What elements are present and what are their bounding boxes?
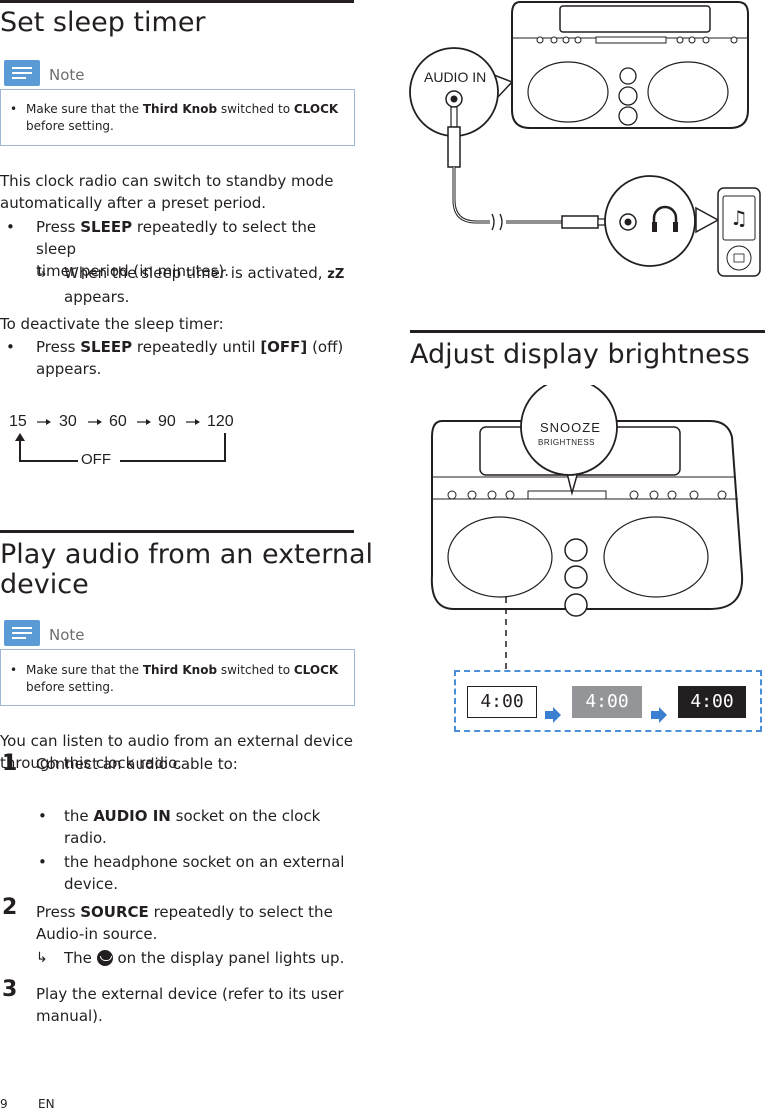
brightness-levels-box [454, 670, 762, 732]
language-label: EN [38, 1097, 55, 1111]
result-arrow-icon: ↳ [36, 265, 48, 281]
brightness-diagram [430, 385, 744, 669]
headphone-icon [652, 205, 678, 230]
section-title-audio: Play audio from an external device [0, 539, 374, 600]
audio-step-2: 2 Press SOURCE repeatedly to select the … [2, 895, 333, 944]
audio-step-2-result: ↳ The on the display panel lights up. [36, 949, 345, 967]
audio-in-diagram: ♫ [409, 0, 761, 277]
note-label: Note [49, 66, 85, 84]
note-text: • Make sure that the Third Knob switched… [10, 102, 339, 133]
sequence-arrows [15, 419, 226, 462]
seq-120: 120 [207, 413, 234, 430]
display-level-medium: 4:00 [572, 686, 642, 718]
note-label: Note [49, 626, 85, 644]
arrow-right-icon [545, 707, 561, 723]
display-level-low: 4:00 [467, 686, 537, 718]
snooze-label: SNOOZE [540, 420, 601, 435]
audio-step-1a: • the AUDIO IN socket on the clock radio… [38, 807, 321, 847]
section-title-brightness: Adjust display brightness [410, 339, 750, 370]
deactivate-title: To deactivate the sleep timer: [0, 315, 224, 333]
audio-in-label: AUDIO IN [424, 69, 487, 85]
audio-step-3: 3 Play the external device (refer to its… [2, 977, 344, 1026]
audio-step-1b: • the headphone socket on an external de… [38, 853, 345, 893]
sleep-zz-icon: zZ [327, 267, 345, 282]
audio-step-1: 1 Connect an audio cable to: [2, 751, 238, 776]
section-rule [410, 330, 765, 333]
display-level-high: 4:00 [678, 686, 746, 718]
note-icon [4, 60, 40, 86]
sleep-bullet-2: • Press SLEEP repeatedly until [OFF] (of… [6, 338, 344, 378]
audio-intro: You can listen to audio from an external… [0, 732, 353, 772]
seq-60: 60 [109, 413, 127, 430]
music-note-icon: ♫ [730, 206, 748, 230]
seq-90: 90 [158, 413, 176, 430]
seq-30: 30 [59, 413, 77, 430]
sleep-intro: This clock radio can switch to standby m… [0, 172, 334, 212]
sleep-bullet-1: • Press SLEEP repeatedly to select the s… [6, 218, 317, 280]
seq-off: OFF [81, 451, 111, 468]
page-number: 9 [0, 1097, 8, 1111]
section-rule [0, 0, 354, 3]
note-icon [4, 620, 40, 646]
section-title-sleep: Set sleep timer [0, 7, 206, 38]
section-rule [0, 530, 354, 533]
arrow-right-icon [651, 707, 667, 723]
brightness-label: BRIGHTNESS [538, 438, 596, 447]
note-text: • Make sure that the Third Knob switched… [10, 663, 339, 694]
audio-in-indicator-icon [96, 950, 113, 966]
sleep-result: ↳ When the sleep timer is activated, zZ … [36, 264, 345, 306]
clock-radio-illustration [511, 0, 749, 129]
result-arrow-icon: ↳ [36, 950, 48, 966]
media-player-illustration: ♫ [717, 187, 761, 277]
seq-15: 15 [9, 413, 27, 430]
